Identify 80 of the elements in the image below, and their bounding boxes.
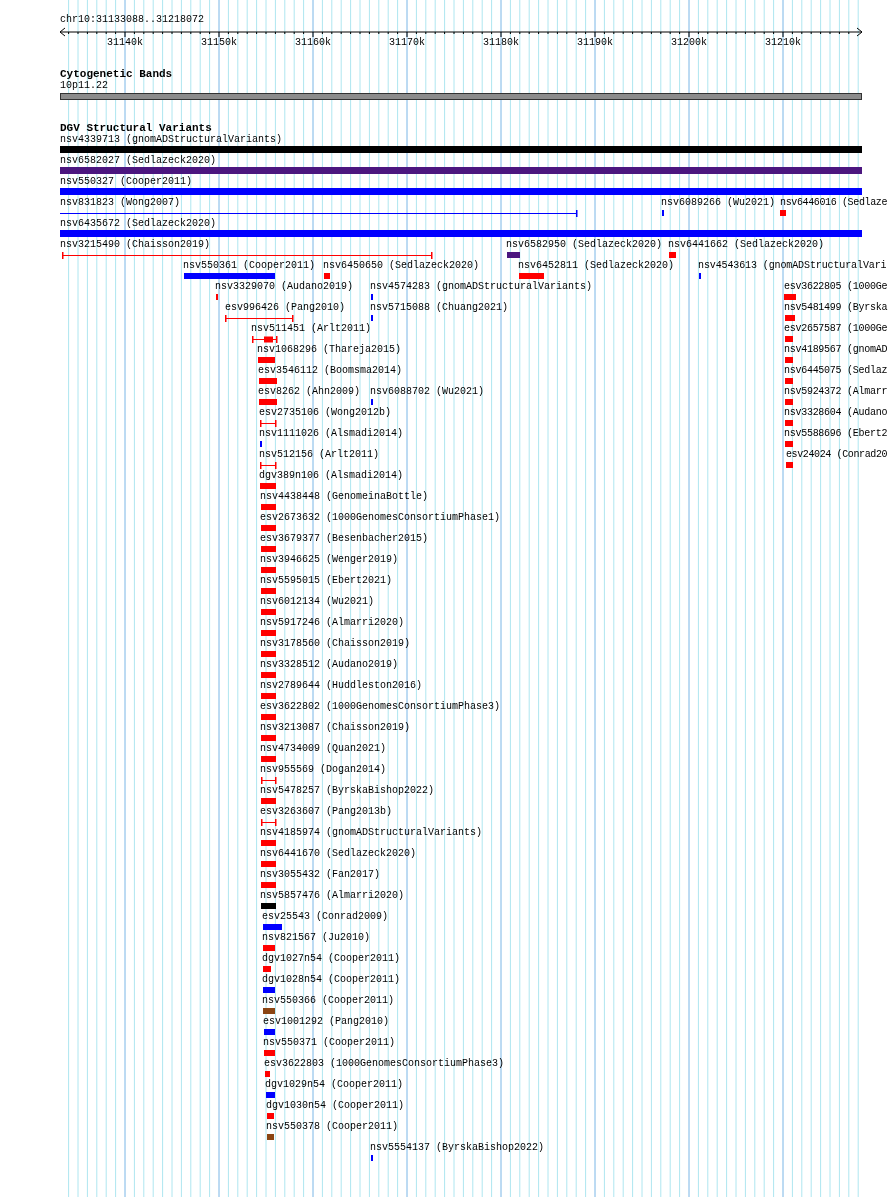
variant-label: nsv5588696 (Ebert2 [784, 428, 888, 440]
variant-label: nsv5715088 (Chuang2021) [370, 302, 509, 314]
variant-label: nsv6452811 (Sedlazeck2020) [518, 260, 675, 272]
track-title: DGV Structural Variants [60, 122, 212, 134]
variant-label: nsv5554137 (ByrskaBishop2022) [370, 1142, 545, 1154]
variant-label: nsv550366 (Cooper2011) [262, 995, 395, 1007]
variant-label: esv3679377 (Besenbacher2015) [260, 533, 429, 545]
track-title: Cytogenetic Bands [60, 68, 173, 80]
variant-label: esv3546112 (Boomsma2014) [258, 365, 403, 377]
variant-label: nsv6088702 (Wu2021) [370, 386, 485, 398]
variant-label: nsv1068296 (Thareja2015) [257, 344, 402, 356]
variant-label: nsv831823 (Wong2007) [60, 197, 181, 209]
variant-label: esv3622803 (1000GenomesConsortiumPhase3) [264, 1058, 505, 1070]
variant-label: esv2657587 (1000Ge [784, 323, 888, 335]
variant-label: esv3263607 (Pang2013b) [260, 806, 393, 818]
variant-label: nsv5917246 (Almarri2020) [260, 617, 405, 629]
variant-label: nsv512156 (Arlt2011) [259, 449, 380, 461]
variant-label: dgv1028n54 (Cooper2011) [262, 974, 401, 986]
variant-label: nsv6445075 (Sedlaz [784, 365, 888, 377]
variant-label: esv2735106 (Wong2012b) [259, 407, 392, 419]
tick-label: 31140k [107, 37, 143, 49]
variant-label: nsv2789644 (Huddleston2016) [260, 680, 423, 692]
variant-label: nsv4438448 (GenomeinaBottle) [260, 491, 429, 503]
variant-label: nsv550361 (Cooper2011) [183, 260, 316, 272]
tick-label: 31190k [577, 37, 613, 49]
variant-label: esv25543 (Conrad2009) [262, 911, 389, 923]
variant-label: esv24024 (Conrad20 [786, 449, 888, 461]
variant-label: nsv4574283 (gnomADStructuralVariants) [370, 281, 593, 293]
variant-label: dgv1029n54 (Cooper2011) [265, 1079, 404, 1091]
variant-label: nsv5481499 (Byrska [784, 302, 888, 314]
variant-label: nsv4189567 (gnomAD [784, 344, 888, 356]
variant-label: nsv3946625 (Wenger2019) [260, 554, 399, 566]
variant-label: esv996426 (Pang2010) [225, 302, 346, 314]
variant-label: nsv5924372 (Almarr [784, 386, 888, 398]
tick-label: 31150k [201, 37, 237, 49]
variant-label: nsv3328512 (Audano2019) [260, 659, 399, 671]
variant-label: nsv6582027 (Sedlazeck2020) [60, 155, 217, 167]
variant-label: nsv4543613 (gnomADStructuralVari [698, 260, 887, 272]
variant-label: nsv955569 (Dogan2014) [260, 764, 387, 776]
tick-label: 31170k [389, 37, 425, 49]
variant-label: nsv550371 (Cooper2011) [263, 1037, 396, 1049]
variant-label: esv1001292 (Pang2010) [263, 1016, 390, 1028]
variant-label: dgv1027n54 (Cooper2011) [262, 953, 401, 965]
variant-label: nsv4734009 (Quan2021) [260, 743, 387, 755]
variant-label: nsv6441670 (Sedlazeck2020) [260, 848, 417, 860]
variant-label: nsv4339713 (gnomADStructuralVariants) [60, 134, 283, 146]
variant-label: nsv5857476 (Almarri2020) [260, 890, 405, 902]
variant-label: nsv1111026 (Alsmadi2014) [259, 428, 404, 440]
variant-label: nsv550378 (Cooper2011) [266, 1121, 399, 1133]
variant-label: nsv511451 (Arlt2011) [251, 323, 372, 335]
variant-label: esv3622802 (1000GenomesConsortiumPhase3) [260, 701, 501, 713]
variant-label: nsv6089266 (Wu2021) [661, 197, 776, 209]
variant-label: nsv6012134 (Wu2021) [260, 596, 375, 608]
variant-label: nsv4185974 (gnomADStructuralVariants) [260, 827, 483, 839]
variant-label: nsv6582950 (Sedlazeck2020) [506, 239, 663, 251]
variant-label: dgv389n106 (Alsmadi2014) [259, 470, 404, 482]
variant-label: nsv3215490 (Chaisson2019) [60, 239, 211, 251]
variant-label: nsv6441662 (Sedlazeck2020) [668, 239, 825, 251]
variant-label: nsv3178560 (Chaisson2019) [260, 638, 411, 650]
variant-label: nsv3328604 (Audano [784, 407, 888, 419]
variant-label: nsv3329070 (Audano2019) [215, 281, 354, 293]
variant-label: esv3622805 (1000Ge [784, 281, 888, 293]
variant-label: nsv3055432 (Fan2017) [260, 869, 381, 881]
variant-label: nsv5478257 (ByrskaBishop2022) [260, 785, 435, 797]
variant-label: dgv1030n54 (Cooper2011) [266, 1100, 405, 1112]
tick-label: 31160k [295, 37, 331, 49]
band-label: 10p11.22 [60, 80, 108, 92]
variant-label: nsv6450650 (Sedlazeck2020) [323, 260, 480, 272]
variant-label: nsv6446016 (Sedlaze [780, 197, 888, 209]
variant-label: esv8262 (Ahn2009) [258, 386, 361, 398]
variant-label: nsv5595015 (Ebert2021) [260, 575, 393, 587]
variant-label: esv2673632 (1000GenomesConsortiumPhase1) [260, 512, 501, 524]
variant-label: nsv821567 (Ju2010) [262, 932, 371, 944]
tick-label: 31200k [671, 37, 707, 49]
locus-label: chr10:31133088..31218072 [60, 14, 205, 26]
variant-label: nsv550327 (Cooper2011) [60, 176, 193, 188]
tick-label: 31180k [483, 37, 519, 49]
tick-label: 31210k [765, 37, 801, 49]
variant-label: nsv3213087 (Chaisson2019) [260, 722, 411, 734]
variant-label: nsv6435672 (Sedlazeck2020) [60, 218, 217, 230]
